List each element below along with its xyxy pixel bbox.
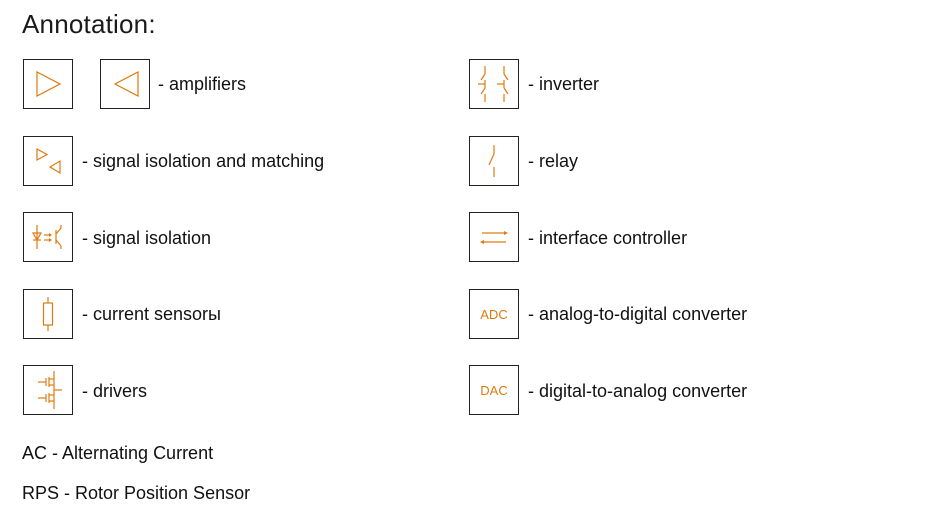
relay-icon bbox=[469, 136, 519, 186]
dac-icon: DAC bbox=[469, 365, 519, 415]
legend-label-current-sensors: - current sensorы bbox=[82, 304, 221, 324]
legend-label-interface-controller: - interface controller bbox=[528, 228, 688, 248]
driver-icon bbox=[23, 365, 73, 415]
current-sensor-icon bbox=[23, 289, 73, 339]
legend-label-signal-isolation: - signal isolation bbox=[82, 228, 212, 248]
adc-icon: ADC bbox=[469, 289, 519, 339]
legend-label-amplifiers: - amplifiers bbox=[158, 74, 247, 94]
footnote-rps: RPS - Rotor Position Sensor bbox=[22, 483, 251, 503]
optocoupler-icon bbox=[23, 212, 73, 262]
footnote-ac: AC - Alternating Current bbox=[22, 443, 214, 463]
amplifier-left-icon bbox=[100, 59, 150, 109]
amplifier-right-icon bbox=[23, 59, 73, 109]
dac-box-text: DAC bbox=[480, 382, 508, 398]
adc-box-text: ADC bbox=[480, 306, 508, 322]
legend-label-signal-isolation-matching: - signal isolation and matching bbox=[82, 151, 325, 171]
inverter-icon bbox=[469, 59, 519, 109]
legend-label-adc: - analog-to-digital converter bbox=[528, 304, 748, 324]
legend-label-dac: - digital-to-analog converter bbox=[528, 381, 748, 401]
interface-controller-icon bbox=[469, 212, 519, 262]
signal-isolation-matching-icon bbox=[23, 136, 73, 186]
legend-label-relay: - relay bbox=[528, 151, 579, 171]
legend-label-drivers: - drivers bbox=[82, 381, 148, 401]
annotation-title: Annotation: bbox=[22, 9, 156, 39]
legend-label-inverter: - inverter bbox=[528, 74, 600, 94]
